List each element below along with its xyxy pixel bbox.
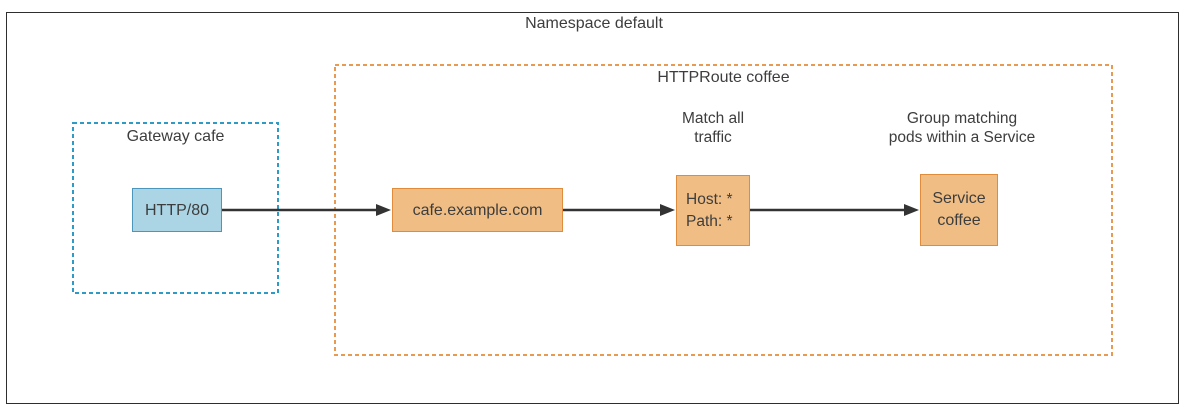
gateway-group-label: Gateway cafe — [126, 128, 225, 145]
gateway-group-border — [72, 122, 279, 294]
node-service-coffee: Service coffee — [920, 174, 998, 246]
httproute-group-label: HTTPRoute coffee — [657, 69, 790, 86]
flow-arrow-gateway-to-hostname — [222, 204, 391, 216]
flow-arrow-hostname-to-match — [563, 204, 675, 216]
node-hostname-cafe-example-com: cafe.example.com — [392, 188, 563, 232]
service-annotation: Group matching pods within a Service — [888, 110, 1036, 146]
flow-arrow-match-to-service — [750, 204, 919, 216]
namespace-boundary-box — [6, 12, 1179, 404]
node-match-rule-host-path: Host: * Path: * — [676, 175, 750, 246]
match-rule-annotation: Match all traffic — [681, 110, 745, 146]
node-gateway-listener-http-80: HTTP/80 — [132, 188, 222, 232]
namespace-label: Namespace default — [525, 15, 663, 32]
